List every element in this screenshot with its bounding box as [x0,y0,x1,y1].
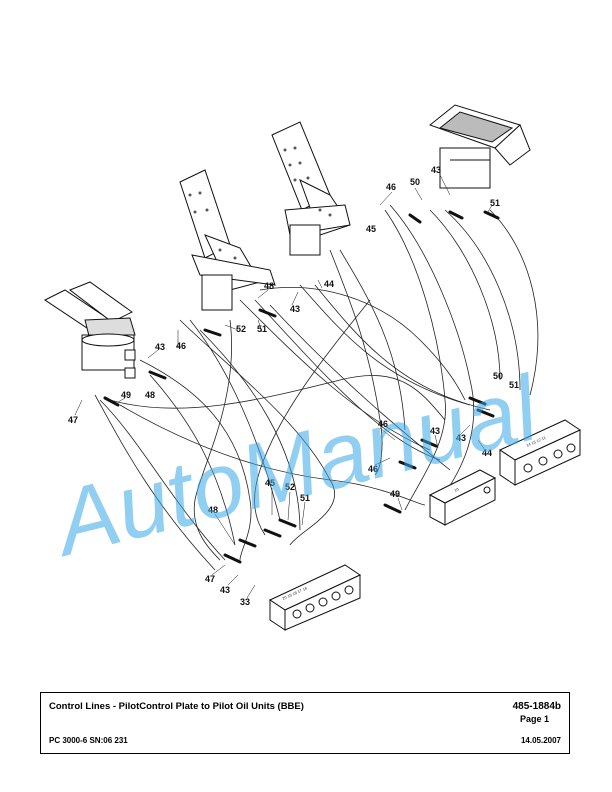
hose-fittings [103,210,500,564]
callout-48-bottom: 48 [208,505,218,515]
leader-lines [74,174,493,599]
callout-51-right: 51 [509,380,519,390]
callout-50-right: 50 [493,371,503,381]
callout-44-mid: 44 [324,279,334,289]
callout-46-top: 46 [386,182,396,192]
drawing-date: 14.05.2007 [520,736,561,745]
callout-52-bottom: 52 [285,482,295,492]
callout-52-mid: 52 [236,324,246,334]
callout-48-mid: 48 [264,281,274,291]
callout-51-top: 51 [490,198,500,208]
machine-serial: PC 3000-6 SN:06 231 [49,736,128,745]
callout-51-bottom: 51 [300,493,310,503]
valve-block-bottom [268,564,362,631]
callout-44-right: 44 [482,448,492,458]
valve-block-small [428,469,497,526]
callout-43-bottom: 43 [220,585,230,595]
parts-diagram: 14 13 12 11 10 20 19 18 17 16 46 4 [41,104,582,631]
callout-33-bottom: 33 [240,597,250,607]
pedal-mid-lower [179,169,276,311]
callout-49-left: 49 [121,390,131,400]
pedal-right [428,104,531,189]
callout-43-left: 43 [155,342,165,352]
callout-43-mid: 43 [290,304,300,314]
callout-46-right: 46 [378,419,388,429]
page-number: Page 1 [519,714,549,724]
callout-45-bottom: 45 [265,478,275,488]
drawing-number: 485-1884b [512,701,561,712]
watermark: AutoManual [41,357,549,577]
title-block: Control Lines - PilotControl Plate to Pi… [40,692,570,754]
callout-48-left: 48 [145,390,155,400]
pedal-mid-upper [271,121,351,256]
callout-43-top: 43 [431,165,441,175]
callout-43-right-a: 43 [430,426,440,436]
pedal-left [44,281,136,379]
callout-50-top: 50 [410,177,420,187]
callout-47-left: 47 [68,415,78,425]
callout-43-right-b: 43 [456,433,466,443]
callout-49-lower: 49 [390,489,400,499]
part-callouts: 46 45 50 43 51 48 52 51 44 43 46 43 49 4… [68,165,519,607]
drawing-title: Control Lines - PilotControl Plate to Pi… [49,701,304,712]
hose-lines [94,204,539,571]
callout-51-mid: 51 [257,324,267,334]
callout-46-left: 46 [176,341,186,351]
callout-46-lower: 46 [368,464,378,474]
callout-47-bottom: 47 [205,574,215,584]
valve-block-right [498,419,582,486]
small-block-label: 10 [453,486,460,493]
callout-45-top: 45 [366,224,376,234]
